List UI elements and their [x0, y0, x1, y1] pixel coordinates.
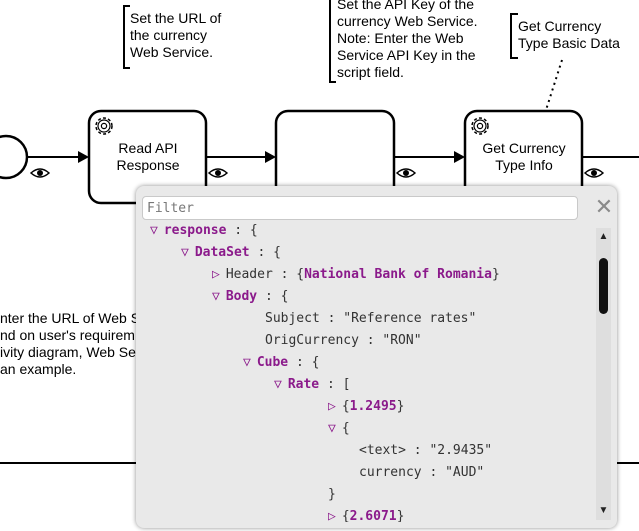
- currency-note: Get Currency Type Basic Data: [518, 18, 620, 51]
- activity-description: nter the URL of Web S nd on user's requi…: [0, 310, 141, 377]
- scrollbar-thumb[interactable]: [599, 258, 608, 314]
- annotation-bracket-api-key: [329, 0, 336, 83]
- tree-node-subject: Subject : "Reference rates": [265, 311, 477, 326]
- json-tree: ▽response : { ▽DataSet : { ▷Header : {Na…: [136, 222, 596, 522]
- tree-node-rate-item[interactable]: ▷{1.2495}: [328, 399, 405, 414]
- sequence-flow-3-arrow: [454, 151, 465, 163]
- sequence-flow-1-arrow: [78, 151, 89, 163]
- eye-icon[interactable]: [395, 168, 417, 178]
- gear-icon: [471, 117, 489, 135]
- url-note: Set the URL of the currency Web Service.: [130, 10, 222, 60]
- gear-icon: [95, 117, 113, 135]
- annotation-bracket-url: [123, 5, 130, 69]
- expanded-triangle-icon[interactable]: ▽: [274, 377, 282, 392]
- tree-node-dataset[interactable]: ▽DataSet : {: [181, 245, 281, 260]
- sequence-flow-2-arrow: [265, 151, 276, 163]
- close-icon[interactable]: ✕: [594, 195, 614, 220]
- expanded-triangle-icon[interactable]: ▽: [243, 355, 251, 370]
- api-key-note: Set the API Key of the currency Web Serv…: [337, 0, 478, 80]
- tree-node-rate-item[interactable]: ▽{: [328, 421, 350, 436]
- vertical-scrollbar[interactable]: ▲ ▼: [596, 228, 611, 520]
- task-label-read-api-response: Read API Response: [116, 140, 180, 173]
- tree-node-currency: currency : "AUD": [359, 465, 485, 480]
- start-event[interactable]: [0, 134, 29, 180]
- tree-node-origcurrency: OrigCurrency : "RON": [265, 333, 422, 348]
- tree-node-body[interactable]: ▽Body : {: [212, 289, 289, 304]
- expanded-triangle-icon[interactable]: ▽: [181, 245, 189, 260]
- tree-node-rate[interactable]: ▽Rate : [: [274, 377, 351, 392]
- tree-node-text: <text> : "2.9435": [359, 443, 493, 458]
- expanded-triangle-icon[interactable]: ▽: [212, 289, 220, 304]
- collapsed-triangle-icon[interactable]: ▷: [212, 267, 220, 282]
- eye-icon[interactable]: [583, 168, 605, 178]
- collapsed-triangle-icon[interactable]: ▷: [328, 509, 336, 522]
- scroll-down-arrow-icon[interactable]: ▼: [598, 505, 609, 516]
- annotation-bracket-currency: [510, 13, 518, 59]
- eye-icon[interactable]: [207, 168, 229, 178]
- tree-node-cube[interactable]: ▽Cube : {: [243, 355, 320, 370]
- scroll-up-arrow-icon[interactable]: ▲: [598, 231, 609, 242]
- tree-node-rate-item[interactable]: ▷{2.6071}: [328, 509, 405, 522]
- tree-node-header[interactable]: ▷Header : {National Bank of Romania}: [212, 267, 500, 282]
- expanded-triangle-icon[interactable]: ▽: [328, 421, 336, 436]
- expanded-triangle-icon[interactable]: ▽: [150, 223, 158, 238]
- collapsed-triangle-icon[interactable]: ▷: [328, 399, 336, 414]
- tree-close-brace: }: [328, 487, 336, 502]
- tree-node-response[interactable]: ▽response : {: [150, 223, 258, 238]
- filter-input[interactable]: [142, 196, 578, 220]
- data-inspector-popup[interactable]: ✕ ▽response : { ▽DataSet : { ▷Header : {…: [136, 186, 617, 528]
- task-label-get-currency-type-info: Get Currency Type Info: [482, 140, 566, 173]
- association-line: [545, 59, 563, 111]
- eye-icon[interactable]: [29, 168, 51, 178]
